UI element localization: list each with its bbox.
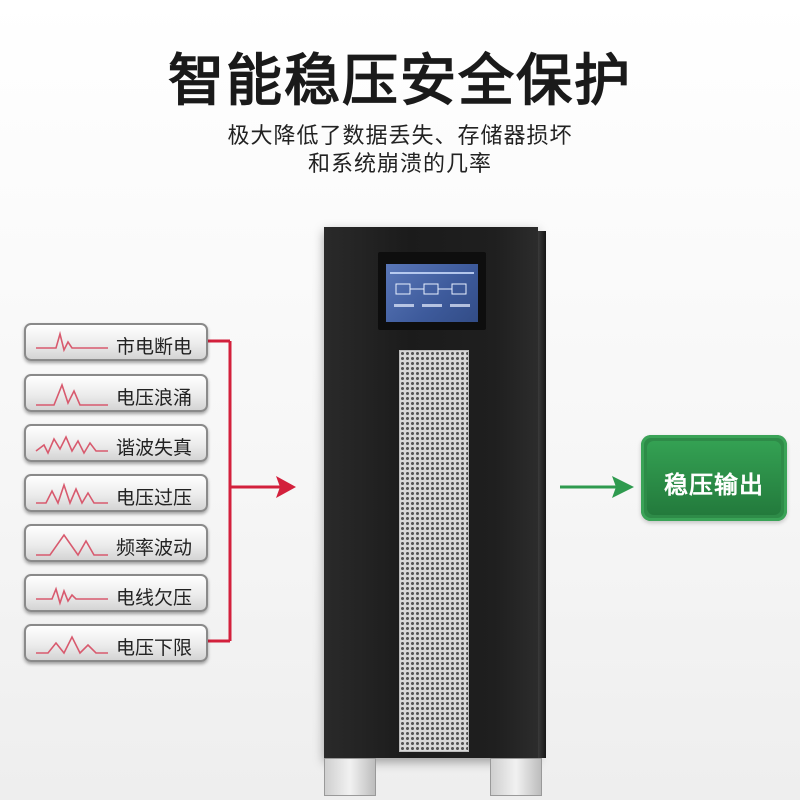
problem-label: 频率波动	[116, 537, 193, 559]
problem-label: 电线欠压	[116, 587, 193, 609]
waveform-icon	[36, 482, 108, 506]
waveform-icon	[35, 435, 108, 455]
problem-tag-frequency-fluctuation: 频率波动	[24, 524, 208, 562]
input-arrowhead	[276, 476, 296, 498]
problem-tag-voltage-surge: 电压浪涌	[24, 374, 208, 412]
subtitle-line-2: 和系统崩溃的几率	[307, 152, 492, 177]
problem-label: 市电断电	[116, 336, 193, 358]
subtitle-line-1: 极大降低了数据丢失、存储器损坏	[227, 124, 573, 149]
lcd-screen	[386, 264, 478, 322]
problem-tag-power-outage: 市电断电	[24, 323, 208, 361]
output-arrowhead	[612, 476, 634, 498]
problem-tag-harmonic-distortion: 谐波失真	[24, 424, 208, 462]
problem-label: 电压浪涌	[116, 387, 193, 409]
problem-tag-overvoltage: 电压过压	[24, 474, 208, 512]
problem-tag-voltage-lower-limit: 电压下限	[24, 624, 208, 662]
problem-label: 电压下限	[116, 637, 193, 659]
page-title: 智能稳压安全保护	[168, 49, 632, 114]
lcd-diagram-icon	[390, 272, 474, 307]
problem-tag-undervoltage: 电线欠压	[24, 574, 208, 612]
problem-label: 谐波失真	[116, 437, 193, 459]
output-badge: 稳压输出	[641, 435, 787, 521]
cabinet-foot-left	[324, 758, 376, 796]
waveform-icon	[36, 382, 108, 406]
waveform-icon	[36, 586, 108, 606]
output-label: 稳压输出	[664, 471, 764, 499]
cabinet-side-panel	[538, 231, 546, 758]
cabinet-foot-right	[490, 758, 542, 796]
problem-label: 电压过压	[116, 487, 193, 509]
waveform-icon	[36, 533, 108, 557]
waveform-icon	[36, 635, 108, 655]
ventilation-mesh-panel	[399, 350, 469, 752]
waveform-icon	[36, 330, 108, 353]
output-badge-inner	[647, 441, 781, 515]
